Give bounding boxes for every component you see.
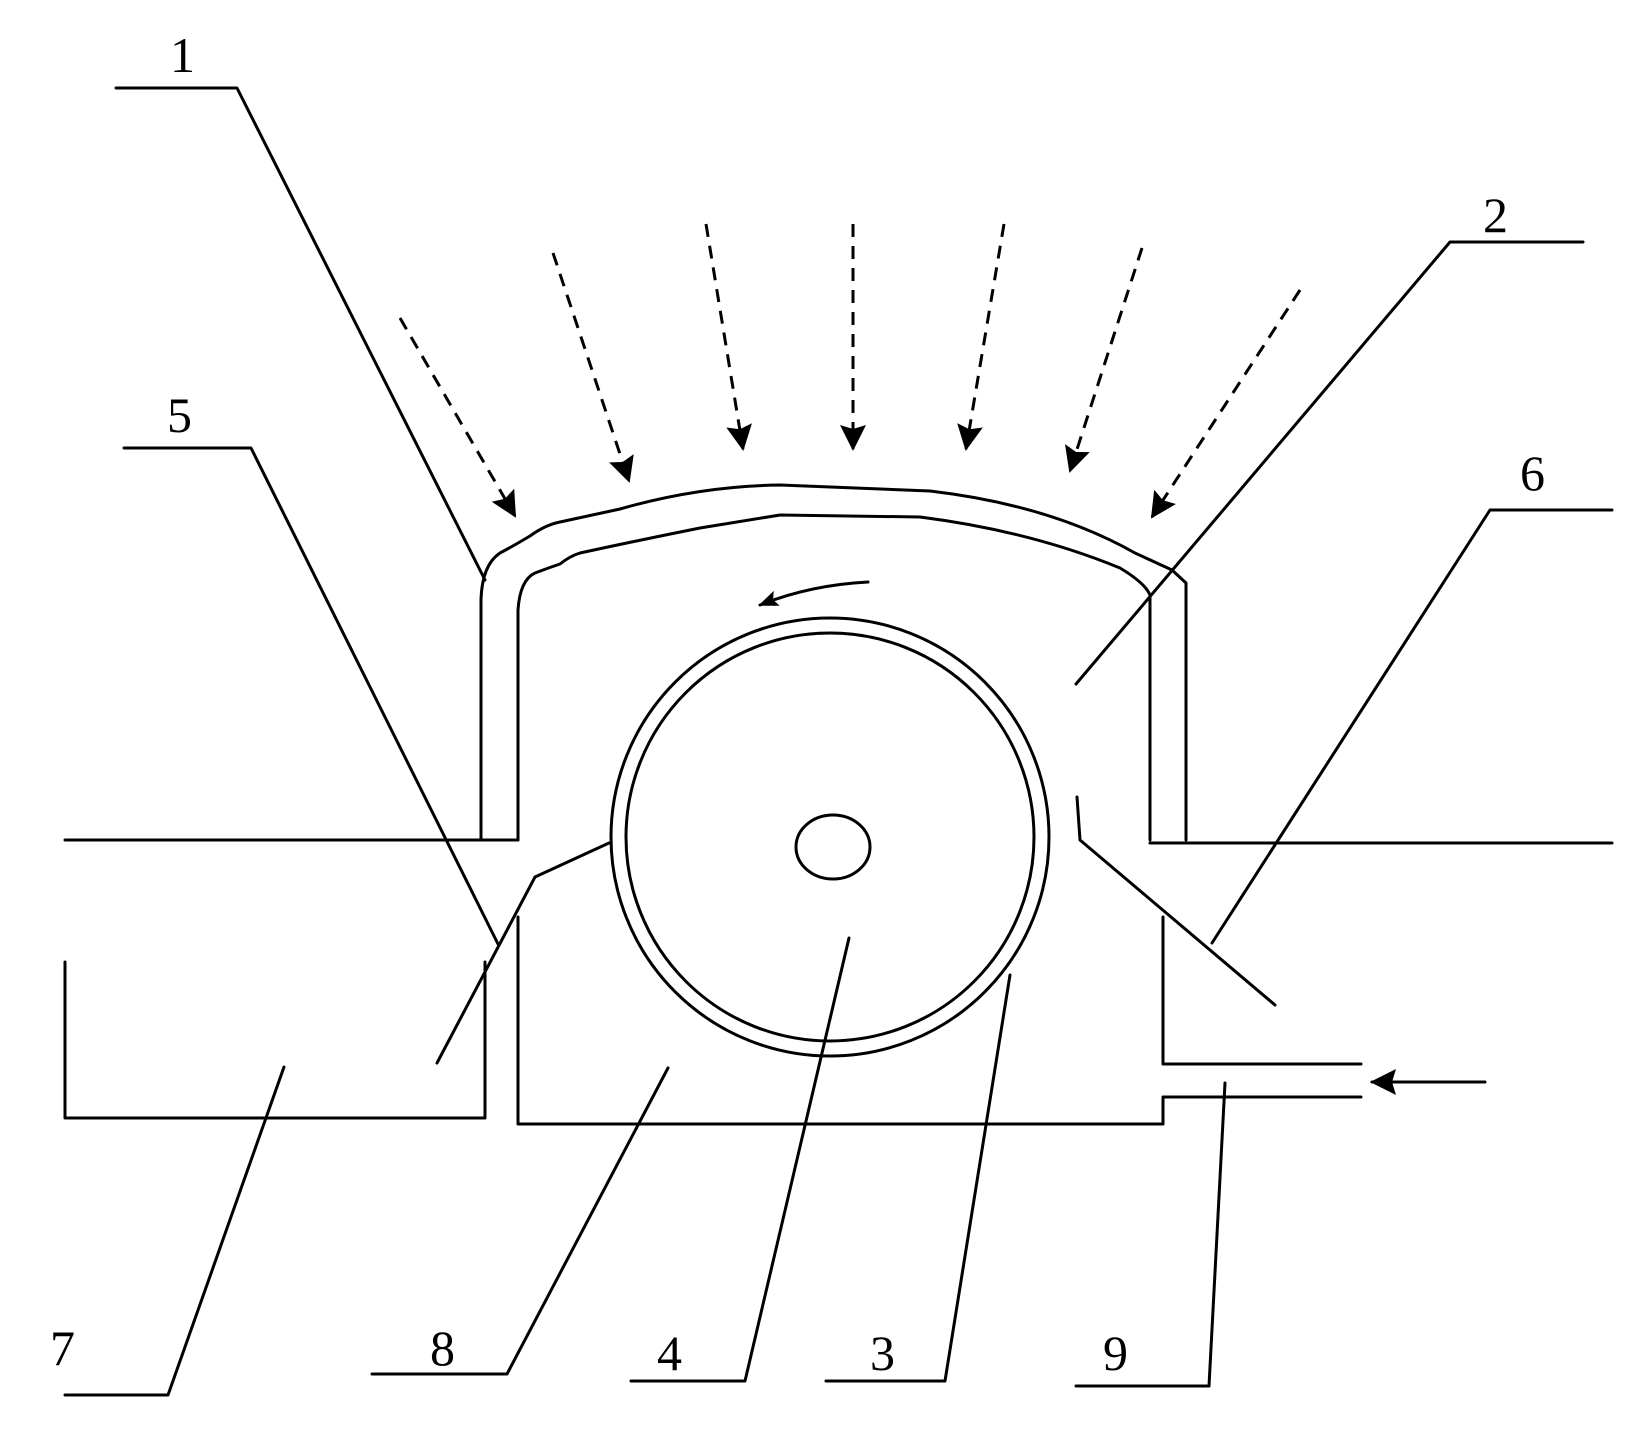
dashed-arrow-icon [1150,289,1302,519]
base-lines [63,838,1614,845]
inlet-9 [1161,915,1363,1066]
chamber-8 [516,915,1363,1126]
absorber-tube [609,616,1051,1058]
label-2: 2 [1483,187,1508,243]
dashed-arrow-icon [551,252,634,483]
label-5: 5 [167,387,192,443]
label-6: 6 [1520,445,1545,501]
left-deflector [435,841,611,1065]
label-4: 4 [657,1325,682,1381]
label-8: 8 [430,1320,455,1376]
right-deflector [1075,795,1277,1007]
dashed-arrow-icon [398,317,517,518]
label-3: 3 [870,1325,895,1381]
channel-7 [63,960,487,1120]
label-1: 1 [170,27,195,83]
radiation-arrows [398,223,1302,519]
label-7: 7 [50,1320,75,1376]
inner-pipe [794,813,872,881]
reference-numerals: 1 2 3 4 5 6 7 8 9 [50,27,1545,1381]
dashed-arrow-icon [1065,247,1144,473]
curved-arrow-icon [758,580,870,607]
dashed-arrow-icon [704,223,752,451]
label-9: 9 [1103,1325,1128,1381]
leader-lines [63,86,1614,1397]
dashed-arrow-icon [957,223,1006,451]
cover-dome [479,483,1188,842]
